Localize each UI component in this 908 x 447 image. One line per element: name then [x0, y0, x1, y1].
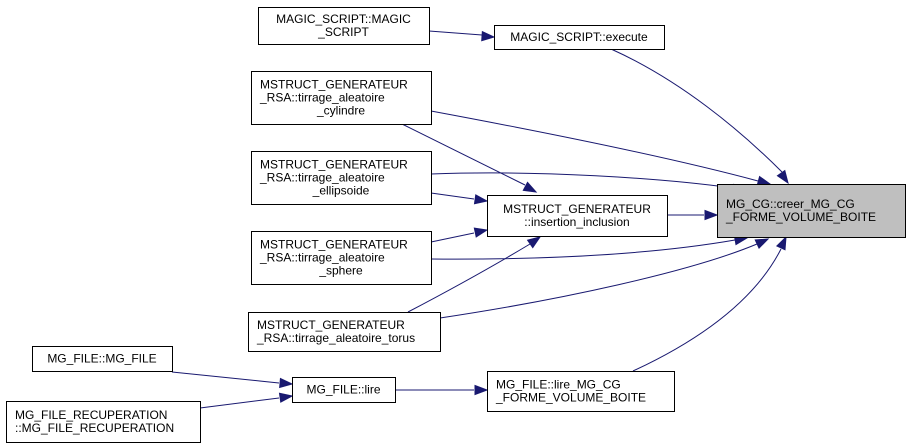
arrowhead-icon	[474, 384, 489, 396]
node-rsa-ell[interactable]: MSTRUCT_GENERATEUR_RSA::tirrage_aleatoir…	[251, 151, 432, 205]
edge-line	[430, 110, 759, 182]
arrowhead-icon	[473, 194, 489, 205]
edge-line	[430, 172, 734, 189]
node-box	[248, 312, 441, 352]
edge-rsa_ell-to-root	[430, 172, 747, 194]
edge-mgfile_lire_cg-to-root	[632, 235, 787, 372]
node-label-line: _sphere	[318, 264, 363, 278]
node-box	[251, 151, 432, 205]
arrowhead-icon	[756, 175, 772, 186]
edge-line	[199, 397, 280, 409]
edge-mgfile_lire-to-mgfile_lire_cg	[395, 384, 489, 396]
arrowhead-icon	[775, 235, 787, 251]
node-label-line: _SCRIPT	[317, 25, 369, 39]
edge-rsa_ell-to-insertion	[430, 192, 489, 205]
node-label-line: MSTRUCT_GENERATEUR	[503, 202, 651, 216]
edge-rsa_sph-to-insertion	[430, 227, 489, 243]
node-mgfile-lire-cg[interactable]: MG_FILE::lire_MG_CG_FORME_VOLUME_BOITE	[487, 371, 675, 412]
node-label-line: MSTRUCT_GENERATEUR	[260, 238, 408, 252]
edge-line	[430, 239, 736, 260]
node-box	[494, 25, 665, 50]
arrowhead-icon	[481, 30, 496, 42]
edge-line	[430, 232, 475, 243]
edge-line	[171, 371, 280, 384]
node-rsa-cyl[interactable]: MSTRUCT_GENERATEUR_RSA::tirrage_aleatoir…	[251, 71, 432, 125]
node-label-line: _FORME_VOLUME_BOITE	[495, 391, 646, 405]
edge-rsa_cyl-to-root	[430, 110, 772, 186]
node-label-line: MAGIC_SCRIPT::MAGIC	[276, 12, 411, 26]
arrowhead-icon	[278, 392, 294, 403]
node-mgfile-ctor[interactable]: MG_FILE::MG_FILE	[32, 346, 173, 372]
node-label-line: _RSA::tirrage_aleatoire	[259, 171, 385, 185]
edge-mgfile_ctor-to-mgfile_lire	[171, 371, 294, 389]
node-mgfile-recup[interactable]: MG_FILE_RECUPERATION::MG_FILE_RECUPERATI…	[6, 401, 201, 443]
edge-rsa_sph-to-root	[430, 235, 749, 260]
arrowhead-icon	[704, 209, 719, 221]
node-label-line: MG_FILE::lire_MG_CG	[496, 378, 621, 392]
edge-line	[632, 248, 782, 372]
arrowhead-icon	[754, 238, 770, 250]
node-label-line: _RSA::tirrage_aleatoire_torus	[256, 331, 415, 345]
node-label-line: _cylindre	[316, 104, 365, 118]
node-rsa-sph[interactable]: MSTRUCT_GENERATEUR_RSA::tirrage_aleatoir…	[251, 231, 432, 285]
edge-rsa_cyl-to-insertion	[401, 123, 538, 193]
node-label-line: _RSA::tirrage_aleatoire	[259, 251, 385, 265]
edge-rsa_tor-to-insertion	[407, 236, 542, 313]
edge-rsa_tor-to-root	[439, 238, 770, 319]
edge-line	[407, 243, 531, 313]
edge-line	[401, 123, 526, 186]
node-label-line: ::MG_FILE_RECUPERATION	[15, 421, 174, 435]
root-node-box	[717, 184, 906, 238]
arrowhead-icon	[473, 227, 489, 238]
node-box	[258, 7, 430, 45]
node-label-line: _RSA::tirrage_aleatoire	[259, 91, 385, 105]
node-label-line: MSTRUCT_GENERATEUR	[257, 318, 405, 332]
node-root[interactable]: MG_CG::creer_MG_CG_FORME_VOLUME_BOITE	[717, 184, 906, 238]
nodes-layer: MG_CG::creer_MG_CG_FORME_VOLUME_BOITEMAG…	[6, 7, 906, 443]
node-label-line: MSTRUCT_GENERATEUR	[260, 78, 408, 92]
arrowhead-icon	[279, 377, 294, 389]
edge-line	[610, 48, 783, 173]
edge-insertion-to-root	[667, 209, 719, 221]
edge-magic_exec-to-root	[610, 48, 789, 185]
arrowhead-icon	[526, 236, 542, 249]
node-label-line: _ellipsoide	[312, 184, 370, 198]
node-box	[251, 231, 432, 285]
node-label-line: MG_CG::creer_MG_CG	[726, 197, 855, 211]
node-box	[487, 195, 668, 237]
node-box	[251, 71, 432, 125]
arrowhead-icon	[522, 181, 538, 193]
node-label-line: MAGIC_SCRIPT::execute	[510, 30, 648, 44]
node-magic-exec[interactable]: MAGIC_SCRIPT::execute	[494, 25, 665, 50]
node-label-line: MG_FILE_RECUPERATION	[15, 408, 167, 422]
edge-mgfile_recup-to-mgfile_lire	[199, 392, 294, 409]
node-rsa-tor[interactable]: MSTRUCT_GENERATEUR_RSA::tirrage_aleatoir…	[248, 312, 441, 352]
edge-line	[430, 192, 475, 200]
node-label-line: _FORME_VOLUME_BOITE	[725, 210, 876, 224]
node-magic-ctor[interactable]: MAGIC_SCRIPT::MAGIC_SCRIPT	[258, 7, 430, 45]
node-label-line: MSTRUCT_GENERATEUR	[260, 158, 408, 172]
node-box	[292, 377, 396, 403]
arrowhead-icon	[776, 169, 789, 185]
node-label-line: ::insertion_inclusion	[524, 215, 629, 229]
node-box	[487, 371, 675, 412]
edge-line	[439, 243, 758, 319]
node-insertion[interactable]: MSTRUCT_GENERATEUR::insertion_inclusion	[487, 195, 668, 237]
node-mgfile-lire[interactable]: MG_FILE::lire	[292, 377, 396, 403]
node-box	[6, 401, 201, 443]
node-label-line: MG_FILE::lire	[306, 383, 380, 397]
node-box	[32, 346, 173, 372]
node-label-line: MG_FILE::MG_FILE	[47, 352, 156, 366]
edge-magic_ctor-to-magic_exec	[428, 30, 496, 42]
edge-line	[428, 30, 483, 36]
